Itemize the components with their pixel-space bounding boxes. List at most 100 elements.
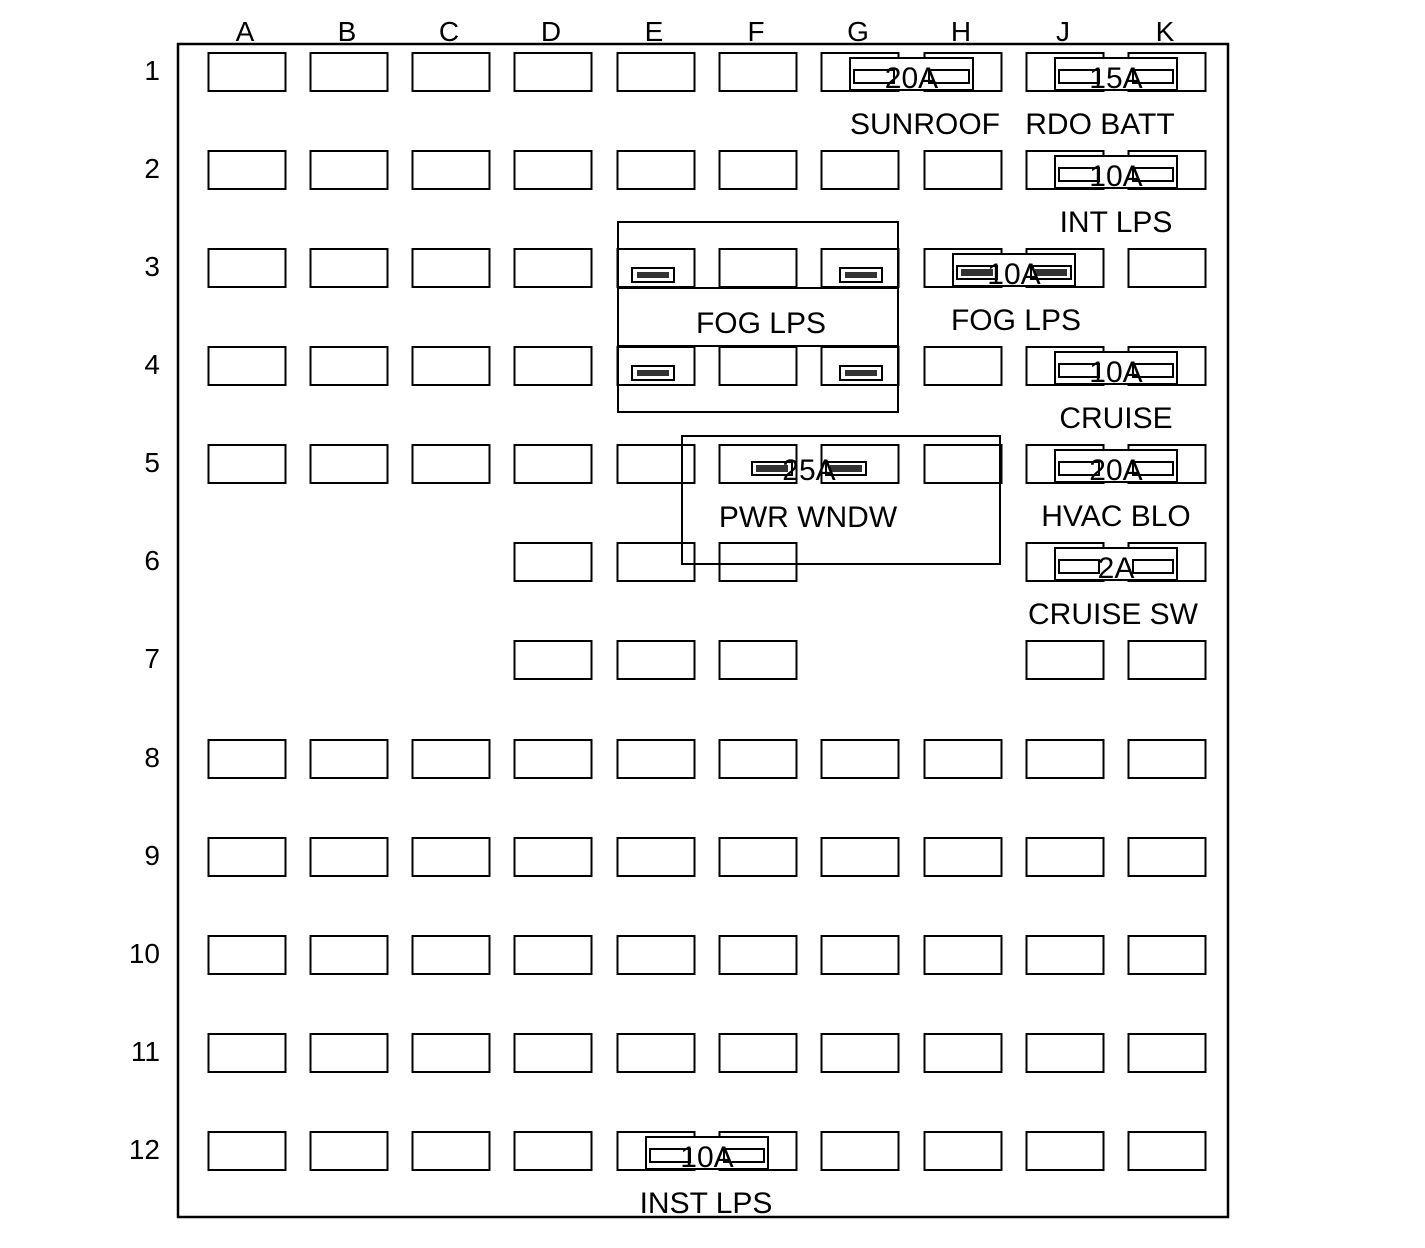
cavity-e6 — [616, 542, 696, 582]
cavity-j12 — [1025, 1131, 1105, 1171]
column-header-a: A — [236, 16, 255, 47]
fuse-circuit-label: PWR WNDW — [719, 501, 898, 534]
fuse-blade — [1030, 265, 1072, 280]
fuse-rating: 20A — [1089, 454, 1142, 487]
fuse-g1-h1: 20A SUNROOF — [849, 57, 1000, 141]
cavity-g12 — [820, 1131, 900, 1171]
cavity-d10 — [513, 935, 593, 975]
cavity-k8 — [1127, 739, 1207, 779]
fuse-j5-k5: 20A HVAC BLO — [1041, 449, 1191, 533]
fuse-circuit-label: HVAC BLO — [1041, 500, 1191, 533]
cavity-f5 — [718, 444, 798, 484]
fog-relay-terminal-g3 — [839, 267, 883, 283]
cavity-c9 — [411, 837, 491, 877]
cavity-d8 — [513, 739, 593, 779]
cavity-f3 — [718, 248, 798, 288]
fuse-blade — [1058, 559, 1100, 574]
cavity-a1 — [207, 52, 287, 92]
row-header-12: 12 — [129, 1134, 160, 1165]
cavity-g11 — [820, 1033, 900, 1073]
cavity-a10 — [207, 935, 287, 975]
fog-relay-terminal-e4 — [631, 365, 675, 381]
fog-relay-outline — [617, 221, 899, 413]
cavity-d9 — [513, 837, 593, 877]
fuse-block-outline — [176, 42, 1230, 1219]
row-header-5: 5 — [144, 447, 160, 478]
cavity-g10 — [820, 935, 900, 975]
cavity-f4 — [718, 346, 798, 386]
cavity-b12 — [309, 1131, 389, 1171]
cavity-g8 — [820, 739, 900, 779]
fuse-blade — [751, 461, 793, 476]
pwr-wndw-relay-outline — [681, 435, 1001, 565]
cavity-b9 — [309, 837, 389, 877]
cavity-g5 — [820, 444, 900, 484]
fuse-blade — [723, 1148, 765, 1163]
cavity-j9 — [1025, 837, 1105, 877]
cavity-d12 — [513, 1131, 593, 1171]
fuse-circuit-label: INST LPS — [640, 1187, 773, 1220]
fog-relay-terminal-g4 — [839, 365, 883, 381]
cavity-c5 — [411, 444, 491, 484]
cavity-b4 — [309, 346, 389, 386]
cavity-e7 — [616, 640, 696, 680]
fuse-blade — [1132, 461, 1174, 476]
cavity-k9 — [1127, 837, 1207, 877]
cavity-c8 — [411, 739, 491, 779]
fuse-rating: 25A — [782, 454, 835, 487]
column-header-h: H — [951, 16, 971, 47]
fuse-blade — [928, 69, 970, 84]
fuse-rating: 20A — [885, 62, 938, 95]
cavity-d1 — [513, 52, 593, 92]
cavity-c12 — [411, 1131, 491, 1171]
cavity-c3 — [411, 248, 491, 288]
cavity-a2 — [207, 150, 287, 190]
cavity-a4 — [207, 346, 287, 386]
row-header-2: 2 — [144, 153, 160, 184]
cavity-h12 — [923, 1131, 1003, 1171]
cavity-b5 — [309, 444, 389, 484]
cavity-c10 — [411, 935, 491, 975]
column-header-f: F — [747, 16, 764, 47]
cavity-f10 — [718, 935, 798, 975]
cavity-a3 — [207, 248, 287, 288]
cavity-k12 — [1127, 1131, 1207, 1171]
cavity-j8 — [1025, 739, 1105, 779]
column-header-g: G — [847, 16, 869, 47]
cavity-h9 — [923, 837, 1003, 877]
cavity-h5 — [923, 444, 1003, 484]
row-header-11: 11 — [131, 1036, 160, 1067]
cavity-b10 — [309, 935, 389, 975]
cavity-k10 — [1127, 935, 1207, 975]
fuse-blade — [956, 265, 998, 280]
fuse-rating: 2A — [1098, 552, 1135, 585]
fuse-blade — [1058, 363, 1100, 378]
fog-relay-label: FOG LPS — [696, 307, 826, 340]
fuse-blade — [649, 1148, 691, 1163]
row-header-7: 7 — [144, 643, 160, 674]
fuse-rating: 10A — [1089, 356, 1142, 389]
cavity-h11 — [923, 1033, 1003, 1073]
cavity-d6 — [513, 542, 593, 582]
cavity-d4 — [513, 346, 593, 386]
cavity-a11 — [207, 1033, 287, 1073]
fuse-circuit-label: INT LPS — [1060, 206, 1173, 239]
column-header-j: J — [1056, 16, 1070, 47]
cavity-b3 — [309, 248, 389, 288]
cavity-d2 — [513, 150, 593, 190]
cavity-h10 — [923, 935, 1003, 975]
cavity-j11 — [1025, 1033, 1105, 1073]
cavity-h2 — [923, 150, 1003, 190]
fuse-circuit-label: SUNROOF — [850, 108, 1000, 141]
fuse-blade — [1058, 167, 1100, 182]
cavity-j10 — [1025, 935, 1105, 975]
fuse-blade — [1132, 69, 1174, 84]
cavity-h8 — [923, 739, 1003, 779]
cavity-k11 — [1127, 1033, 1207, 1073]
cavity-a12 — [207, 1131, 287, 1171]
